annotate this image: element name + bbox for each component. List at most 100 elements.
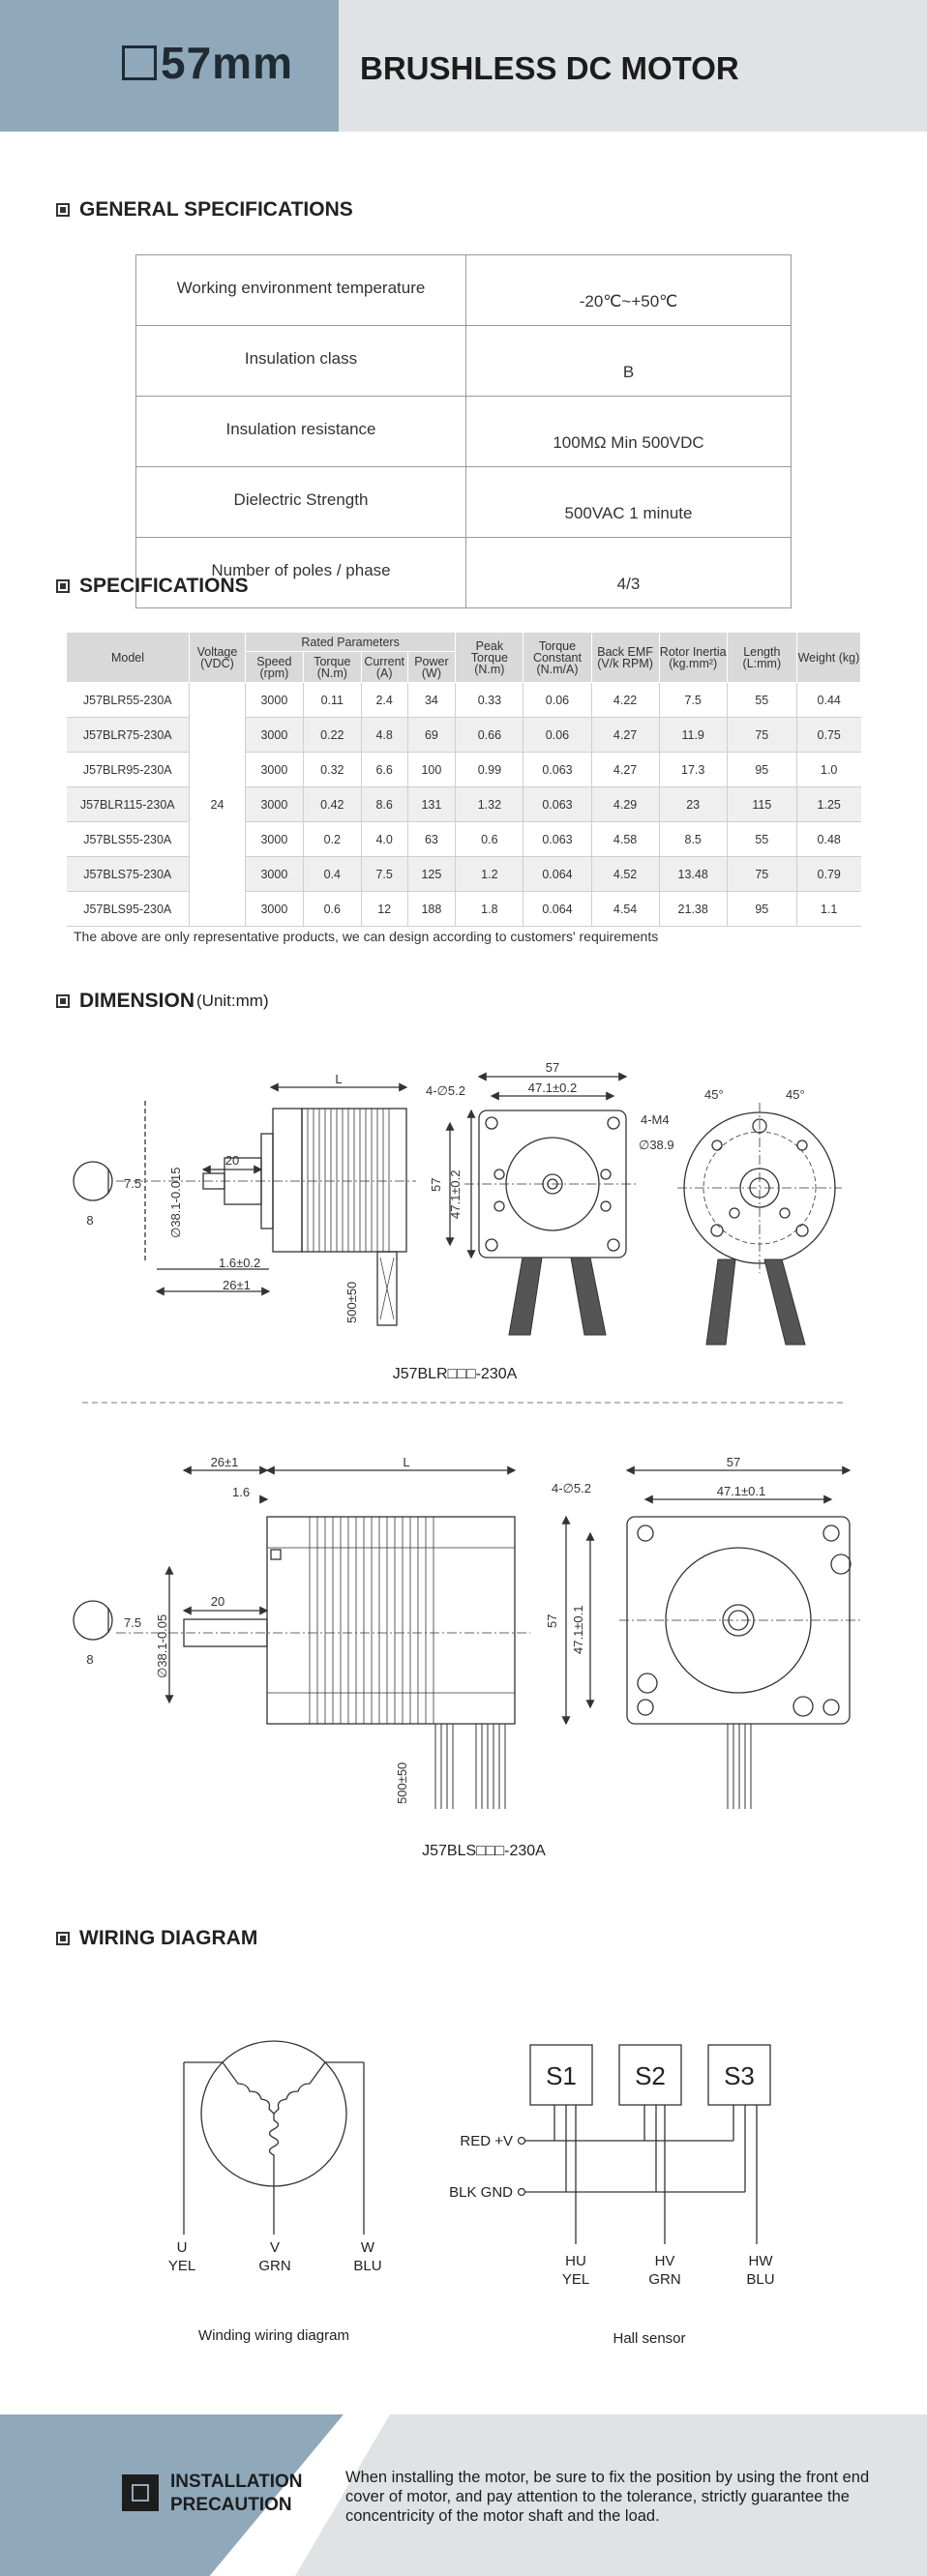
table-cell: 0.44	[796, 682, 861, 718]
table-cell: 0.6	[455, 821, 524, 857]
col-current: Current (A)	[360, 651, 408, 683]
section-bullet-icon	[56, 1932, 70, 1945]
dim-shaft-total: 26±1	[211, 1455, 239, 1469]
table-cell: 4.58	[591, 821, 660, 857]
table-cell: 0.99	[455, 752, 524, 787]
dim-holes: 4-∅5.2	[426, 1083, 465, 1098]
sensor-s3: S3	[724, 2061, 755, 2090]
table-cell: 75	[727, 856, 797, 892]
table-cell: 13.48	[659, 856, 728, 892]
specifications-table: Model Voltage (VDC) Rated Parameters Pea…	[66, 632, 862, 927]
section-bullet-icon	[56, 579, 70, 593]
table-cell: 4.52	[591, 856, 660, 892]
winding-diagram	[183, 2040, 365, 2235]
table-cell: 125	[407, 856, 457, 892]
dim-angle2: 45°	[786, 1087, 805, 1102]
table-cell: 1.32	[455, 786, 524, 822]
table-cell: 55	[727, 821, 797, 857]
col-torque: Torque (N.m)	[302, 651, 362, 683]
table-cell: 4.8	[361, 717, 408, 753]
gen-value: 4/3	[465, 537, 792, 608]
phase-w-color: BLU	[353, 2258, 381, 2274]
phase-w-name: W	[361, 2239, 375, 2256]
gen-label: Insulation resistance	[135, 396, 466, 467]
table-cell: 21.38	[659, 891, 728, 927]
dim-pilot: ∅38.1-0.015	[168, 1168, 183, 1239]
winding-caption: Winding wiring diagram	[198, 2327, 349, 2344]
table-cell: 1.8	[455, 891, 524, 927]
table-cell: 4.0	[361, 821, 408, 857]
col-power: Power (W)	[406, 651, 457, 683]
col-length: Length (L:mm)	[726, 632, 797, 683]
table-cell: J57BLR55-230A	[66, 682, 190, 718]
hall-hv-name: HV	[655, 2253, 675, 2269]
table-cell: 3000	[245, 717, 304, 753]
table-cell: 3000	[245, 891, 304, 927]
table-cell: 3000	[245, 786, 304, 822]
table-cell: 6.6	[361, 752, 408, 787]
gen-value: 100MΩ Min 500VDC	[465, 396, 792, 467]
hall-diagram	[517, 2044, 771, 2244]
col-peak: Peak Torque (N.m)	[455, 632, 524, 683]
phase-v-name: V	[270, 2239, 280, 2256]
specs-note: The above are only representative produc…	[74, 929, 659, 944]
table-cell: 1.0	[796, 752, 861, 787]
table-cell: 0.064	[523, 891, 592, 927]
table-cell: 12	[361, 891, 408, 927]
col-tconst: Torque Constant (N.m/A)	[523, 632, 592, 683]
dim-vpitch: 47.1±0.1	[571, 1605, 585, 1654]
dim-length: L	[403, 1455, 409, 1469]
table-cell: 0.11	[303, 682, 362, 718]
table-cell: 2.4	[361, 682, 408, 718]
col-weight: Weight (kg)	[795, 632, 862, 683]
dim-shaft-dia: 8	[86, 1652, 93, 1667]
dimension-drawings: 7.5 8 20 ∅38.1-0.015 1.6±0.2 26±1 L 500±…	[73, 1060, 861, 1859]
section-dimension-unit: (Unit:mm)	[196, 992, 269, 1010]
dim-shaft-len: 20	[211, 1594, 224, 1609]
hall-hw-color: BLU	[746, 2271, 774, 2288]
dim-width: 57	[546, 1060, 559, 1075]
col-emf: Back EMF (V/k RPM)	[590, 632, 660, 683]
col-voltage: Voltage (VDC)	[189, 632, 246, 683]
blr-dim-labels: 7.5 8 20 ∅38.1-0.015 1.6±0.2 26±1 L 500±…	[86, 1060, 804, 1323]
table-cell: 17.3	[659, 752, 728, 787]
table-cell: 11.9	[659, 717, 728, 753]
col-inertia: Rotor Inertia (kg.mm²)	[658, 632, 728, 683]
dim-shaft-total: 26±1	[223, 1278, 251, 1292]
section-dimension-title: DIMENSION	[79, 990, 195, 1012]
section-bullet-icon	[56, 203, 70, 217]
dim-lead: 500±50	[395, 1762, 409, 1804]
table-cell: 0.48	[796, 821, 861, 857]
footer-right-band	[295, 2414, 927, 2576]
phase-u-name: U	[177, 2239, 188, 2256]
table-cell: 0.4	[303, 856, 362, 892]
table-cell: 23	[659, 786, 728, 822]
table-cell: 95	[727, 752, 797, 787]
bls-dim-labels: 7.5 8 20 ∅38.1-0.05 1.6 26±1 L 500±50 57…	[86, 1455, 765, 1804]
blr-drawing	[73, 1072, 842, 1346]
dim-lead: 500±50	[344, 1282, 359, 1323]
table-cell: 100	[407, 752, 457, 787]
table-cell: 4.22	[591, 682, 660, 718]
table-cell: 4.27	[591, 717, 660, 753]
footer-title-line2: PRECAUTION	[170, 2495, 292, 2515]
table-cell: 0.66	[455, 717, 524, 753]
table-cell: 0.32	[303, 752, 362, 787]
sensor-s2: S2	[635, 2061, 666, 2090]
bls-caption: J57BLS□□□-230A	[422, 1843, 546, 1859]
section-bullet-icon	[56, 994, 70, 1008]
wiring-diagrams: U YEL V GRN W BLU Winding wiring diagram…	[168, 2040, 775, 2347]
table-cell: 0.79	[796, 856, 861, 892]
table-cell: 188	[407, 891, 457, 927]
gen-value: -20℃~+50℃	[465, 254, 792, 326]
dim-height: 57	[429, 1178, 443, 1192]
table-cell: 3000	[245, 682, 304, 718]
section-general-title: GENERAL SPECIFICATIONS	[79, 198, 353, 221]
section-wiring-title: WIRING DIAGRAM	[79, 1927, 258, 1949]
table-cell: 0.064	[523, 856, 592, 892]
